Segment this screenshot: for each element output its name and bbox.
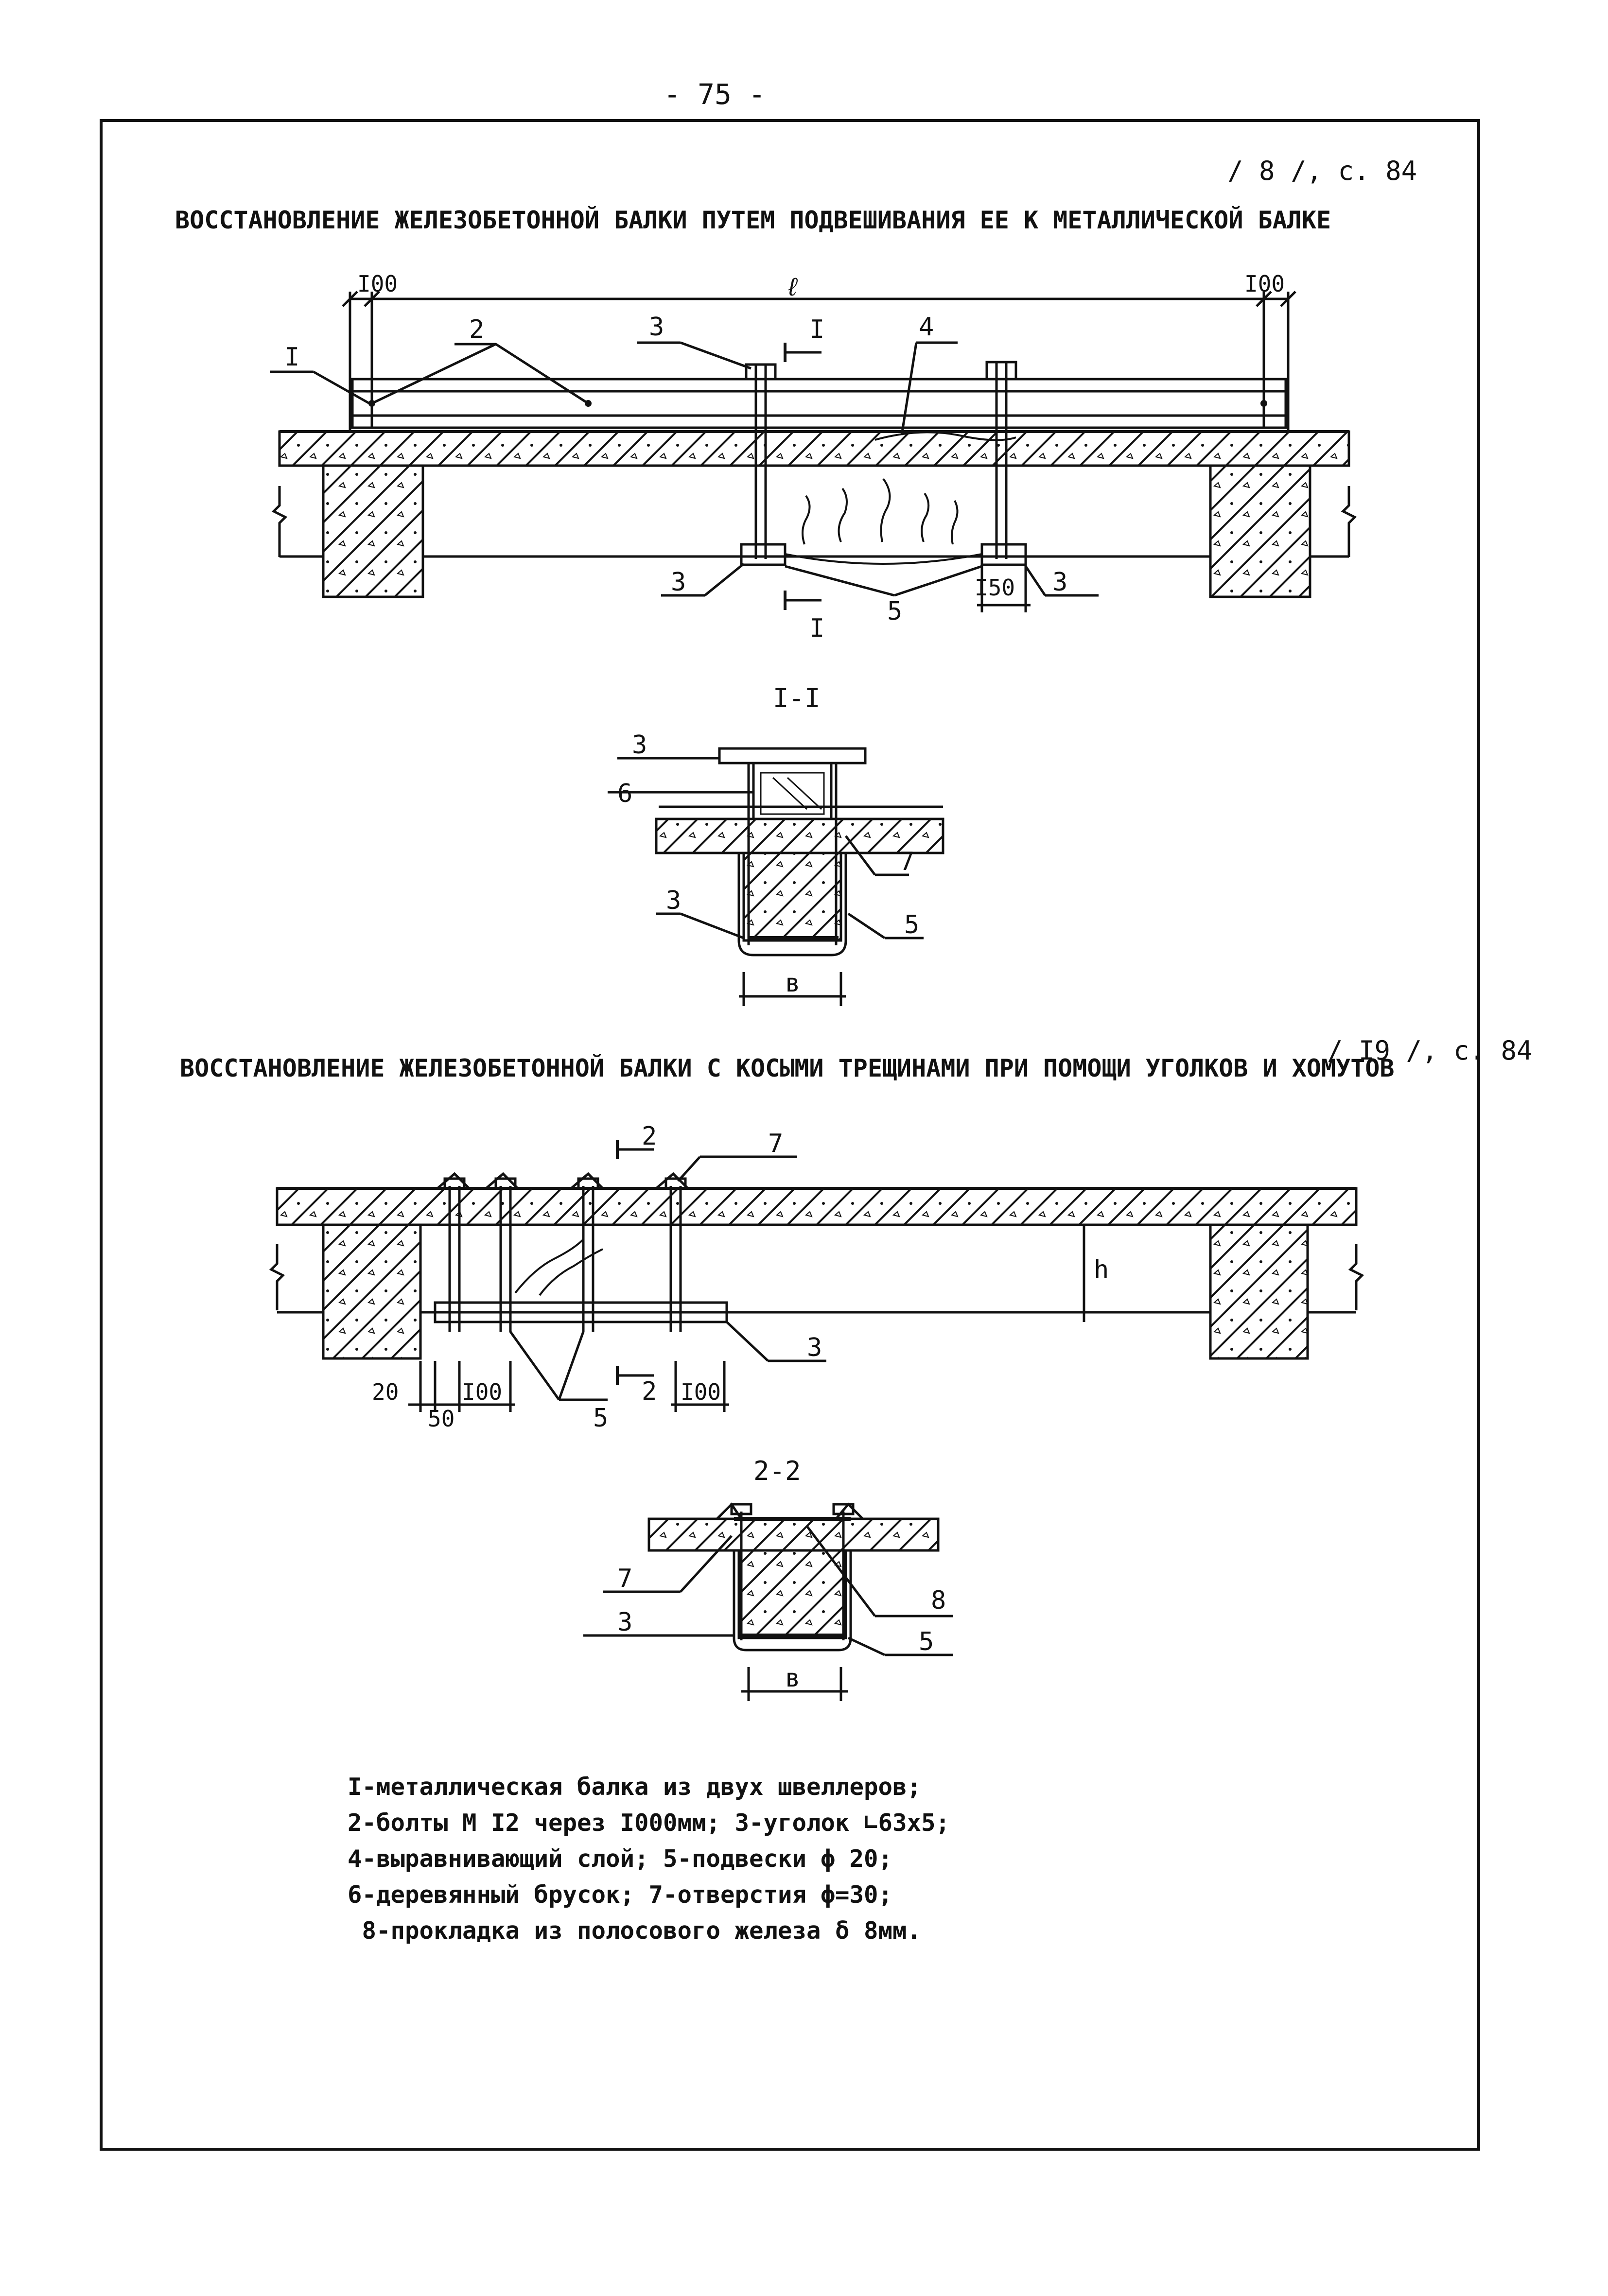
legend-item: 6-деревянный брусок; 7-отверстия ϕ=30; [348, 1881, 893, 1909]
section1-label-3-bottom: 3 [666, 886, 681, 915]
section2-height-h: h [1094, 1255, 1109, 1285]
section-1-1-title: I-I [773, 683, 821, 713]
section2-label-5-hangers: 5 [593, 1404, 608, 1433]
label-3-top: 3 [649, 313, 664, 342]
section2-label-7-hole: 7 [768, 1129, 783, 1158]
dim-bottom-150: I50 [975, 574, 1015, 601]
elevation-2 [269, 1140, 1364, 1412]
dim-50: 50 [428, 1406, 454, 1432]
label-4-leveling: 4 [919, 313, 934, 342]
section-mark-bottom: I [809, 614, 824, 643]
label-2-bolts: 2 [469, 315, 484, 344]
label-1-beam: I [284, 343, 299, 372]
section1-label-5-hanger: 5 [904, 910, 919, 939]
section2-2-label-7-hole: 7 [617, 1564, 632, 1593]
section2-2-label-3-angle: 3 [617, 1608, 632, 1637]
legend-item: 2-болты М I2 через I000мм; 3-уголок ∟63х… [348, 1809, 950, 1837]
section1-label-6-bar: 6 [617, 779, 632, 808]
legend: I-металлическая балка из двух швеллеров;… [348, 1769, 1320, 1949]
dim-20: 20 [372, 1379, 399, 1405]
section2-2-label-5-hanger: 5 [919, 1627, 934, 1656]
section2-2-label-8-plate: 8 [931, 1586, 946, 1615]
cross-section-2-2 [583, 1502, 953, 1701]
legend-item: 4-выравнивающий слой; 5-подвески ϕ 20; [348, 1845, 893, 1873]
legend-item: I-металлическая балка из двух швеллеров; [348, 1773, 922, 1801]
section-mark-top: I [809, 315, 824, 344]
dim-left-100: I00 [357, 271, 398, 297]
cross-section-1-1 [608, 747, 944, 1006]
section2-title: ВОССТАНОВЛЕНИЕ ЖЕЛЕЗОБЕТОННОЙ БАЛКИ С КО… [180, 1054, 1395, 1082]
section2-mark-top: 2 [642, 1122, 657, 1151]
dim-100-right: I00 [681, 1379, 721, 1405]
label-3-bottom-right: 3 [1052, 568, 1067, 597]
label-3-bottom-left: 3 [671, 568, 686, 597]
section2-2-width-b: в [785, 1664, 800, 1693]
section1-title: ВОССТАНОВЛЕНИЕ ЖЕЛЕЗОБЕТОННОЙ БАЛКИ ПУТЕ… [175, 206, 1331, 234]
section1-width-b: в [785, 969, 800, 998]
page-frame [100, 119, 1480, 2151]
section2-mark-bottom: 2 [642, 1377, 657, 1406]
section2-reference: / I9 /, с. 84 [1327, 1035, 1533, 1066]
legend-item: 8-прокладка из полосового железа δ 8мм. [348, 1917, 922, 1945]
section2-label-3-angle: 3 [807, 1333, 822, 1362]
dim-100-left: I00 [462, 1379, 502, 1405]
dim-right-100: I00 [1244, 271, 1285, 297]
label-5-hangers: 5 [887, 597, 902, 626]
section1-label-3-top: 3 [632, 731, 647, 760]
elevation-1 [270, 291, 1357, 612]
section1-label-7-hole: 7 [899, 847, 914, 876]
page-number: - 75 - [664, 78, 766, 111]
dim-span-l: ℓ [785, 273, 800, 302]
section1-reference: / 8 /, с. 84 [1227, 156, 1417, 186]
section-2-2-title: 2-2 [753, 1456, 801, 1486]
